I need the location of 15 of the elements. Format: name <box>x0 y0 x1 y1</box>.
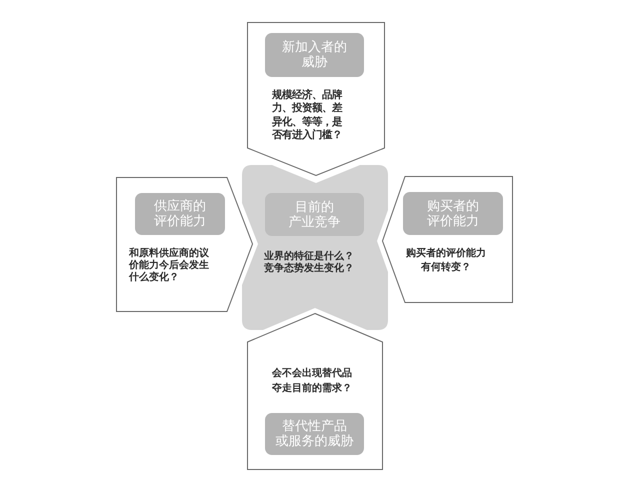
heading-box: 购买者的评价能力 <box>403 192 503 235</box>
arrow-box <box>116 177 253 312</box>
question-text: 规模经济、品牌力、投资额、差异化、等等，是否有进入门槛？ <box>272 89 344 143</box>
heading-box: 替代性产品或服务的威胁 <box>265 413 364 455</box>
heading-box: 供应商的评价能力 <box>135 193 225 235</box>
arrow-box <box>382 176 513 303</box>
question-text: 会不会出现替代品夺走目前的需求？ <box>272 366 353 396</box>
arrow-box <box>247 22 385 176</box>
arrow-box <box>247 313 383 470</box>
notched-box <box>242 165 388 330</box>
question-text: 业界的特征是什么？竞争态势发生变化？ <box>264 251 355 275</box>
question-text: 购买者的评价能力有何转变？ <box>405 247 487 274</box>
heading-box: 目前的产业竞争 <box>265 193 364 236</box>
heading-box: 新加入者的威胁 <box>265 33 364 77</box>
question-text: 和原料供应商的议价能力今后会发生什么变化？ <box>129 248 210 284</box>
